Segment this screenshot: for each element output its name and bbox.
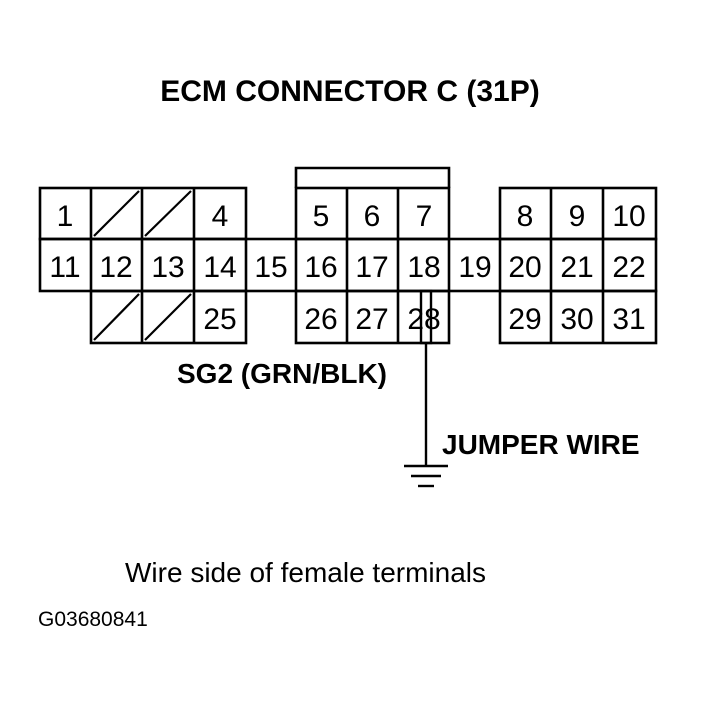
- terminal-25: 25: [203, 303, 236, 336]
- figure-code: G03680841: [38, 608, 148, 631]
- terminal-19: 19: [458, 251, 491, 284]
- terminal-4: 4: [212, 200, 229, 233]
- terminal-11: 11: [49, 251, 80, 284]
- connector-outline: [38, 166, 658, 345]
- jumper-wire: [419, 289, 433, 465]
- terminal-29: 29: [508, 303, 541, 336]
- terminal-16: 16: [304, 251, 337, 284]
- empty-cavity-marks: [93, 190, 192, 341]
- terminal-21: 21: [560, 251, 593, 284]
- jumper-wire-label: JUMPER WIRE: [442, 429, 640, 460]
- terminal-6: 6: [364, 200, 381, 233]
- terminal-9: 9: [569, 200, 586, 233]
- terminal-14: 14: [203, 251, 236, 284]
- terminal-26: 26: [304, 303, 337, 336]
- terminal-15: 15: [254, 251, 287, 284]
- terminal-31: 31: [612, 303, 645, 336]
- terminal-8: 8: [517, 200, 534, 233]
- ground-icon: [404, 464, 448, 488]
- terminal-10: 10: [612, 200, 645, 233]
- terminal-5: 5: [313, 200, 330, 233]
- terminal-17: 17: [355, 251, 388, 284]
- terminal-22: 22: [612, 251, 645, 284]
- terminal-12: 12: [99, 251, 132, 284]
- terminal-7: 7: [416, 200, 433, 233]
- terminal-18: 18: [407, 251, 440, 284]
- caption: Wire side of female terminals: [125, 557, 486, 588]
- terminal-13: 13: [151, 251, 184, 284]
- diagram-title: ECM CONNECTOR C (31P): [160, 75, 539, 108]
- terminal-27: 27: [355, 303, 388, 336]
- terminal-numbers: 1 4 5 6 7 8 9 10 11 12 13 14 15 16 17 18…: [49, 200, 645, 336]
- terminal-30: 30: [560, 303, 593, 336]
- terminal-28: 28: [407, 303, 440, 336]
- wire-label: SG2 (GRN/BLK): [177, 358, 387, 389]
- terminal-20: 20: [508, 251, 541, 284]
- terminal-1: 1: [57, 200, 74, 233]
